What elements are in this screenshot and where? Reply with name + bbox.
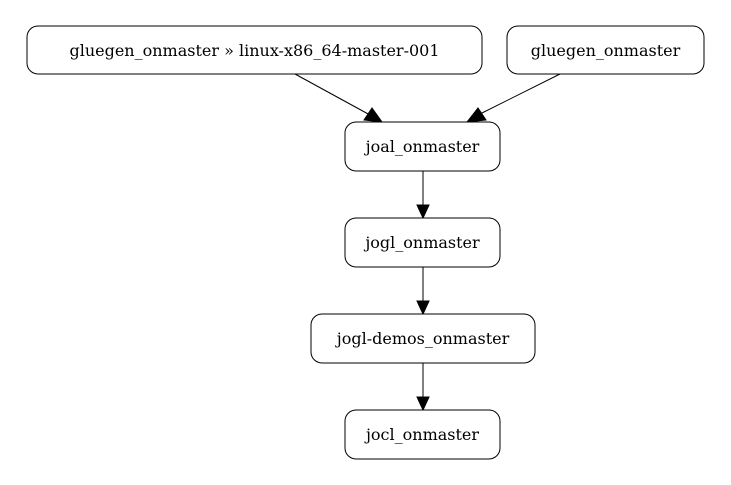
node-jogl[interactable]: jogl_onmaster <box>344 217 501 268</box>
nodes: gluegen_onmaster » linux-x86_64-master-0… <box>26 25 705 460</box>
node-label: jogl_onmaster <box>363 233 480 252</box>
node-jogl-demos[interactable]: jogl-demos_onmaster <box>310 313 536 364</box>
node-label: gluegen_onmaster » linux-x86_64-master-0… <box>69 41 439 60</box>
edge-gluegen-linux-to-joal <box>294 73 384 123</box>
node-label: jocl_onmaster <box>364 425 479 444</box>
edges <box>294 73 561 412</box>
edge-jogl-demos-to-jocl <box>416 363 430 412</box>
node-label: gluegen_onmaster <box>531 41 681 60</box>
edge-joal-to-jogl <box>416 171 430 220</box>
node-label: joal_onmaster <box>364 137 480 156</box>
node-gluegen-linux[interactable]: gluegen_onmaster » linux-x86_64-master-0… <box>26 25 483 75</box>
node-jocl[interactable]: jocl_onmaster <box>344 409 501 460</box>
node-label: jogl-demos_onmaster <box>335 329 510 348</box>
edge-jogl-to-jogl-demos <box>416 267 430 316</box>
node-joal[interactable]: joal_onmaster <box>344 121 501 172</box>
node-gluegen[interactable]: gluegen_onmaster <box>506 25 705 75</box>
edge-gluegen-to-joal <box>465 73 561 123</box>
